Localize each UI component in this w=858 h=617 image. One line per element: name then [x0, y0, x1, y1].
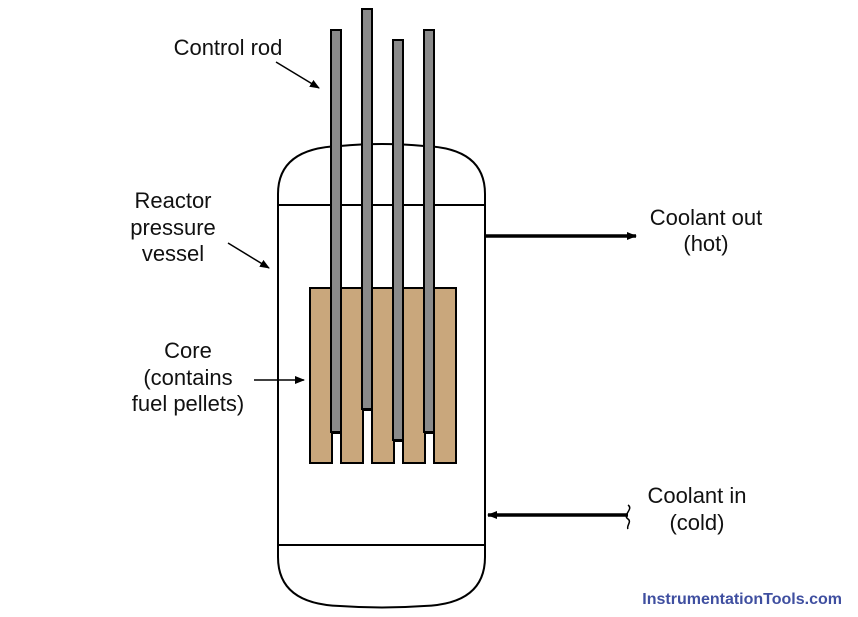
core-label: Core (contains fuel pellets)	[132, 338, 245, 416]
coolant-out-line-2: (hot)	[683, 231, 728, 256]
vessel-label-line-3: vessel	[142, 241, 204, 266]
vessel-label-line-1: Reactor	[134, 188, 211, 213]
pipe-break-symbol	[625, 504, 631, 530]
vessel-bottom-dome	[277, 545, 486, 609]
coolant-out-line-1: Coolant out	[650, 205, 763, 230]
vessel-pointer	[227, 242, 270, 269]
vessel-top-dome	[277, 143, 486, 205]
coolant-in-label: Coolant in (cold)	[647, 483, 746, 535]
core-label-line-3: fuel pellets)	[132, 391, 245, 416]
vessel-label-line-2: pressure	[130, 215, 216, 240]
coolant-in-line-1: Coolant in	[647, 483, 746, 508]
coolant-out-label: Coolant out (hot)	[650, 205, 763, 256]
core-label-line-1: Core	[164, 338, 212, 363]
control-rod-4	[423, 29, 435, 433]
control-rod-pointer	[275, 61, 320, 89]
watermark: InstrumentationTools.com	[642, 591, 842, 608]
core-label-line-2: (contains	[143, 365, 232, 390]
control-rod-label: Control rod	[174, 35, 283, 60]
control-rod-3	[392, 39, 404, 441]
pressure-vessel	[277, 143, 486, 609]
control-rod-1	[330, 29, 342, 433]
control-rods	[330, 8, 435, 441]
control-rod-2	[361, 8, 373, 410]
coolant-in-line-2: (cold)	[669, 510, 724, 535]
vessel-label: Reactor pressure vessel	[130, 188, 216, 266]
